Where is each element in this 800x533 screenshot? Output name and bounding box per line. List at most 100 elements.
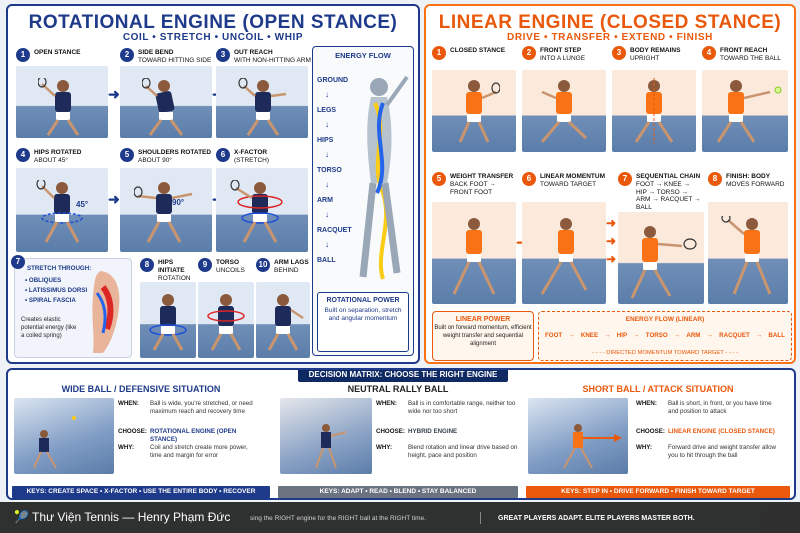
step-number: 2 — [120, 48, 134, 62]
player-figure — [452, 218, 496, 295]
player-figure — [721, 216, 772, 295]
flow-item: BALL — [768, 332, 785, 339]
arrow-down-icon: ↓ — [325, 210, 329, 219]
stretch-item: • LATISSIMUS DORSI — [25, 287, 88, 294]
rotational-step-6: 6 X-FACTOR(STRETCH) — [216, 148, 308, 252]
court-image — [528, 398, 628, 474]
muscle-anatomy-image — [92, 271, 120, 353]
stretch-description: Creates elastic potential energy (like a… — [21, 317, 77, 339]
linear-title: LINEAR ENGINE (CLOSED STANCE) — [438, 12, 782, 33]
decision-matrix-panel: DECISION MATRIX: CHOOSE THE RIGHT ENGINE… — [6, 368, 796, 500]
keys-bar: KEYS: CREATE SPACE • X-FACTOR • USE THE … — [12, 486, 270, 498]
step-number: 5 — [120, 148, 134, 162]
step-label: CLOSED STANCE — [450, 47, 506, 54]
step-number: 4 — [16, 148, 30, 162]
matrix-column-neutral-ball: NEUTRAL RALLY BALL WHEN:Ball is in comfo… — [276, 384, 520, 498]
arrow-right-icon: → — [633, 332, 640, 339]
player-figure — [230, 180, 283, 243]
energy-flow-item: HIPS — [317, 137, 334, 144]
linear-power-box: LINEAR POWER Built on forward momentum, … — [432, 311, 534, 361]
linear-energy-flow-title: ENERGY FLOW (LINEAR) — [625, 316, 705, 323]
choose-row: CHOOSE:ROTATIONAL ENGINE (OPEN STANCE) — [118, 428, 237, 443]
arrow-down-icon: ↓ — [325, 120, 329, 129]
rotational-power-title: ROTATIONAL POWER — [326, 297, 400, 304]
rotational-title: ROTATIONAL ENGINE (OPEN STANCE) — [28, 12, 398, 33]
flow-item: KNEE — [580, 332, 599, 339]
energy-flow-item: LEGS — [317, 107, 337, 114]
linear-step-1: 1 CLOSED STANCE — [432, 46, 516, 152]
caption-text: 🎾 Thư Viện Tennis — Henry Phạm Đức — [14, 510, 231, 524]
arrow-right-icon: → — [568, 332, 575, 339]
rotational-subtitle: COIL • STRETCH • UNCOIL • WHIP — [122, 32, 304, 43]
player-figure — [142, 78, 184, 136]
divider — [480, 512, 481, 524]
energy-flow-item: RACQUET — [317, 227, 352, 234]
step-number: 1 — [16, 48, 30, 62]
keys-bar: KEYS: ADAPT • READ • BLEND • STAY BALANC… — [278, 486, 518, 498]
column-title: WIDE BALL / DEFENSIVE SITUATION — [61, 384, 221, 394]
step-number: 5 — [432, 172, 446, 186]
court-image — [618, 212, 704, 304]
angle-label: 45° — [76, 200, 89, 209]
step-number: 6 — [522, 172, 536, 186]
arrow-right-icon: → — [604, 332, 611, 339]
flow-item: TORSO — [645, 332, 668, 339]
court-image — [280, 398, 372, 474]
stretch-list: • OBLIQUES • LATISSIMUS DORSI • SPIRAL F… — [25, 277, 87, 307]
linear-energy-flow-box: ENERGY FLOW (LINEAR) FOOT→ KNEE→ HIP→ TO… — [538, 311, 792, 361]
player-figure — [36, 180, 83, 243]
linear-subtitle: DRIVE • TRANSFER • EXTEND • FINISH — [507, 32, 713, 43]
arrow-down-icon: ↓ — [325, 150, 329, 159]
player-figure — [716, 80, 782, 143]
energy-flow-item: BALL — [317, 257, 336, 264]
when-row: WHEN:Ball is in comfortable range, neith… — [376, 400, 516, 415]
arrow-right-icon: ➜ — [606, 234, 617, 248]
linear-engine-panel: LINEAR ENGINE (CLOSED STANCE) DRIVE • TR… — [424, 4, 796, 364]
why-row: WHY:Blend rotation and linear drive base… — [376, 444, 518, 459]
arrow-right-icon: ➜ — [606, 216, 617, 230]
column-title: SHORT BALL / ATTACK SITUATION — [582, 384, 734, 394]
caption-bar: 🎾 Thư Viện Tennis — Henry Phạm Đức sing … — [0, 502, 800, 533]
player-figure — [458, 80, 500, 143]
energy-flow-item: ARM — [317, 197, 333, 204]
player-figure — [38, 78, 80, 136]
court-image — [14, 398, 114, 474]
step-number: 3 — [612, 46, 626, 60]
energy-flow-item: GROUND — [317, 77, 349, 84]
step-label: X-FACTOR(STRETCH) — [234, 149, 270, 164]
player-figure — [267, 294, 304, 351]
rotational-step-1: 1 OPEN STANCE — [16, 48, 108, 140]
stretch-header: STRETCH THROUGH: — [27, 265, 92, 272]
matrix-column-short-ball: SHORT BALL / ATTACK SITUATION WHEN:Ball … — [524, 384, 792, 498]
step-number: 1 — [432, 46, 446, 60]
player-figure — [149, 294, 187, 351]
decision-matrix-title: DECISION MATRIX: CHOOSE THE RIGHT ENGINE — [298, 370, 508, 382]
player-figure — [634, 78, 674, 144]
flow-item: ARM — [686, 332, 701, 339]
player-figure — [540, 80, 588, 143]
stretch-info-box: 7 STRETCH THROUGH: • OBLIQUES • LATISSIM… — [11, 255, 132, 358]
player-figure — [207, 294, 245, 351]
player-figure — [315, 424, 347, 469]
arrow-down-icon: ↓ — [325, 240, 329, 249]
when-row: WHEN:Ball is short, in front, or you hav… — [636, 400, 772, 415]
